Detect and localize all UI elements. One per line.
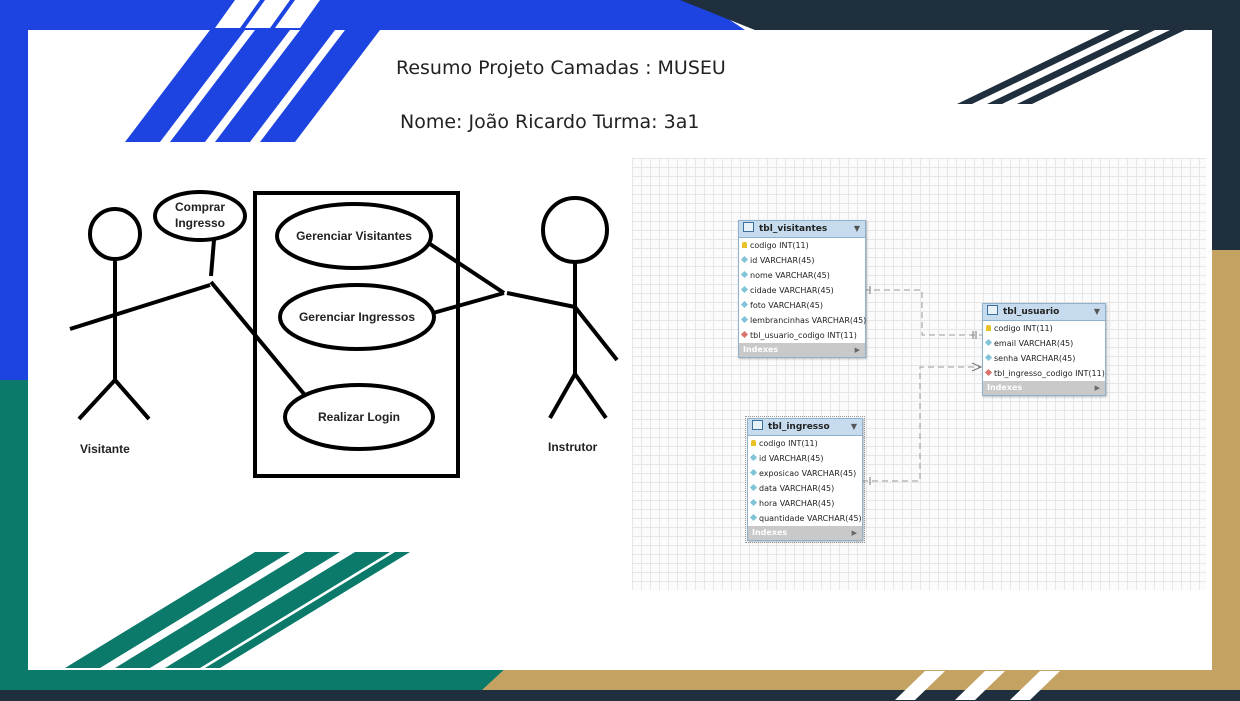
column-row: email VARCHAR(45) <box>983 336 1105 351</box>
bottom-strip <box>0 690 1240 701</box>
table-icon <box>743 222 754 232</box>
column-row: hora VARCHAR(45) <box>748 496 862 511</box>
column-icon <box>984 338 993 347</box>
column-icon <box>749 498 758 507</box>
column-label: codigo INT(11) <box>994 324 1053 333</box>
column-row: exposicao VARCHAR(45) <box>748 466 862 481</box>
table-header: tbl_visitantes ▼ <box>739 221 865 238</box>
uc-gerenciar-ingressos <box>278 283 436 351</box>
primary-key-icon <box>986 325 991 331</box>
collapse-icon[interactable]: ▼ <box>1093 307 1100 316</box>
column-label: id VARCHAR(45) <box>750 256 815 265</box>
indexes-label: Indexes <box>987 383 1023 392</box>
actor-instrutor-label: Instrutor <box>548 440 598 454</box>
column-label: senha VARCHAR(45) <box>994 354 1076 363</box>
uc-realizar-login-label: Realizar Login <box>318 410 400 424</box>
expand-icon: ▶ <box>1094 384 1100 392</box>
column-row: id VARCHAR(45) <box>739 253 865 268</box>
collapse-icon[interactable]: ▼ <box>850 422 857 431</box>
uc-gerenciar-visitantes <box>275 202 433 270</box>
column-row: lembrancinhas VARCHAR(45) <box>739 313 867 328</box>
column-icon <box>740 255 749 264</box>
uc-comprar-label-2: Ingresso <box>175 216 225 230</box>
table-name: tbl_ingresso <box>768 422 830 432</box>
foreign-key-icon <box>740 330 749 339</box>
foreign-key-icon <box>984 368 993 377</box>
column-row: tbl_usuario_codigo INT(11) <box>739 328 865 343</box>
table-icon <box>987 305 998 315</box>
table-tbl-visitantes[interactable]: tbl_visitantes ▼ codigo INT(11) id VARCHA… <box>738 220 866 358</box>
column-row: tbl_ingresso_codigo INT(11) <box>983 366 1105 381</box>
column-icon <box>749 483 758 492</box>
indexes-section[interactable]: Indexes ▶ <box>983 381 1105 395</box>
table-header: tbl_usuario ▼ <box>983 304 1105 321</box>
column-row: id VARCHAR(45) <box>748 451 862 466</box>
column-label: tbl_usuario_codigo INT(11) <box>750 331 857 340</box>
column-label: exposicao VARCHAR(45) <box>759 469 857 478</box>
expand-icon: ▶ <box>851 529 857 537</box>
column-label: data VARCHAR(45) <box>759 484 835 493</box>
expand-icon: ▶ <box>854 346 860 354</box>
column-label: codigo INT(11) <box>759 439 818 448</box>
column-icon <box>984 353 993 362</box>
column-row: data VARCHAR(45) <box>748 481 862 496</box>
instrutor-head <box>541 196 609 264</box>
column-label: nome VARCHAR(45) <box>750 271 830 280</box>
column-row: quantidade VARCHAR(45) <box>748 511 862 526</box>
indexes-section[interactable]: Indexes ▶ <box>748 526 862 540</box>
indexes-section[interactable]: Indexes ▶ <box>739 343 865 357</box>
column-row: cidade VARCHAR(45) <box>739 283 865 298</box>
slide-subtitle: Nome: João Ricardo Turma: 3a1 <box>400 111 700 133</box>
column-row: codigo INT(11) <box>748 436 862 451</box>
column-row: codigo INT(11) <box>983 321 1105 336</box>
indexes-label: Indexes <box>743 345 779 354</box>
column-row: foto VARCHAR(45) <box>739 298 865 313</box>
column-row: nome VARCHAR(45) <box>739 268 865 283</box>
column-label: id VARCHAR(45) <box>759 454 824 463</box>
column-row: senha VARCHAR(45) <box>983 351 1105 366</box>
indexes-label: Indexes <box>752 528 788 537</box>
table-name: tbl_visitantes <box>759 224 828 234</box>
column-icon <box>749 453 758 462</box>
er-diagram: tbl_visitantes ▼ codigo INT(11) id VARCHA… <box>632 158 1206 590</box>
column-label: foto VARCHAR(45) <box>750 301 823 310</box>
column-icon <box>740 300 749 309</box>
uc-comprar-ingresso <box>153 190 247 242</box>
table-name: tbl_usuario <box>1003 307 1060 317</box>
visitante-head <box>88 207 142 261</box>
uc-realizar-login <box>283 383 435 451</box>
column-row: codigo INT(11) <box>739 238 865 253</box>
column-label: email VARCHAR(45) <box>994 339 1074 348</box>
primary-key-icon <box>751 440 756 446</box>
column-label: codigo INT(11) <box>750 241 809 250</box>
column-label: quantidade VARCHAR(45) <box>759 514 862 523</box>
uc-gerenciar-ingressos-label: Gerenciar Ingressos <box>299 310 415 324</box>
column-icon <box>749 513 758 522</box>
er-relations <box>862 286 982 485</box>
column-icon <box>740 315 749 324</box>
uc-comprar-label-1: Comprar <box>175 200 225 214</box>
column-label: hora VARCHAR(45) <box>759 499 835 508</box>
column-icon <box>740 285 749 294</box>
table-icon <box>752 420 763 430</box>
slide-title: Resumo Projeto Camadas : MUSEU <box>396 57 726 79</box>
use-case-canvas: Comprar Ingresso Gerenciar Visitantes Ge… <box>69 190 619 478</box>
table-tbl-ingresso[interactable]: tbl_ingresso ▼ codigo INT(11) id VARCHAR(… <box>745 416 865 543</box>
column-label: cidade VARCHAR(45) <box>750 286 834 295</box>
collapse-icon[interactable]: ▼ <box>853 224 860 233</box>
column-icon <box>749 468 758 477</box>
table-header: tbl_ingresso ▼ <box>748 419 862 436</box>
primary-key-icon <box>742 242 747 248</box>
uc-gerenciar-visitantes-label: Gerenciar Visitantes <box>296 229 412 243</box>
table-tbl-usuario[interactable]: tbl_usuario ▼ codigo INT(11) email VARCHA… <box>982 303 1106 396</box>
column-label: lembrancinhas VARCHAR(45) <box>750 316 867 325</box>
column-icon <box>740 270 749 279</box>
use-case-diagram: Comprar Ingresso Gerenciar Visitantes Ge… <box>34 176 632 486</box>
actor-visitante-label: Visitante <box>80 442 130 456</box>
column-label: tbl_ingresso_codigo INT(11) <box>994 369 1105 378</box>
